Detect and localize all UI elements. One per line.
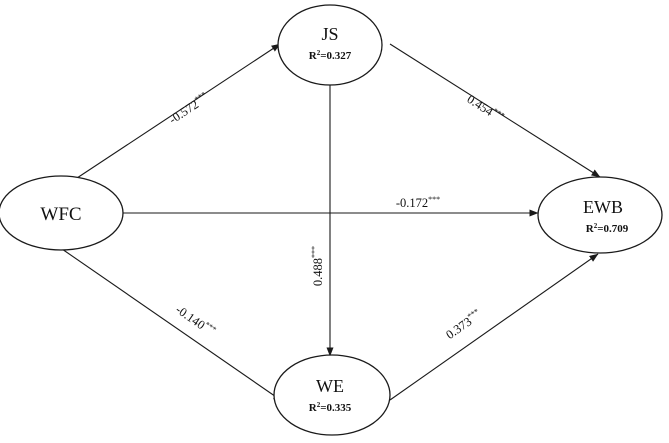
edge-wfc-we	[61, 248, 283, 402]
node-js: JS R2=0.327	[277, 4, 383, 86]
coef-wfc-js: -0.572***	[166, 90, 211, 127]
node-js-ellipse	[277, 4, 383, 86]
node-wfc: WFC	[0, 175, 124, 251]
coef-js-we: 0.488***	[310, 246, 325, 286]
node-ewb-r2: R2=0.709	[586, 222, 629, 235]
node-we-r2: R2=0.335	[309, 401, 352, 414]
coef-js-ewb: 0.454***	[464, 91, 506, 125]
coef-wfc-we: -0.140***	[173, 302, 218, 340]
node-we-title: WE	[316, 376, 344, 396]
edge-wfc-js	[76, 43, 281, 179]
node-ewb-title: EWB	[583, 197, 623, 217]
node-wfc-ellipse	[0, 175, 124, 251]
coef-wfc-ewb: -0.172***	[396, 195, 440, 210]
node-we: WE R2=0.335	[273, 354, 391, 436]
node-js-title: JS	[321, 24, 338, 44]
node-js-r2: R2=0.327	[309, 49, 352, 62]
node-ewb: EWB R2=0.709	[537, 176, 663, 254]
edge-js-ewb	[389, 43, 601, 178]
coef-we-ewb: 0.373***	[443, 307, 484, 342]
node-ewb-ellipse	[537, 176, 663, 254]
edge-we-ewb	[389, 253, 599, 401]
node-we-ellipse	[273, 354, 391, 436]
node-wfc-title: WFC	[40, 204, 81, 225]
